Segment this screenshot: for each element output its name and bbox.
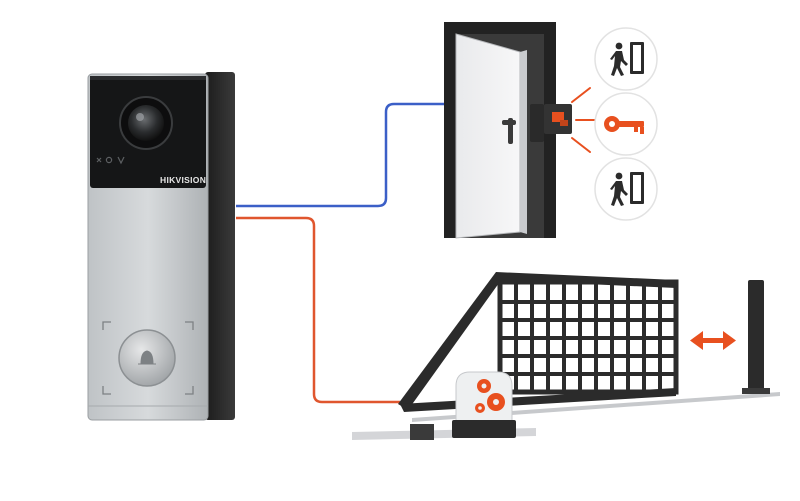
brand-logo: HIKVISION [160, 175, 206, 185]
gate-bars [500, 284, 676, 392]
door [444, 22, 572, 239]
sliding-gate [352, 272, 780, 440]
key-icon-middle [594, 92, 658, 156]
exit-icon-top [594, 27, 658, 91]
door-connection-line [236, 102, 444, 208]
person-exit-icon [610, 42, 644, 76]
door-station: HIKVISION [87, 72, 235, 421]
status-icons [96, 156, 125, 165]
exit-icon-bottom [594, 157, 658, 221]
gate-motor [410, 371, 516, 440]
gear-icon [475, 379, 505, 413]
lock-signal-lines [571, 87, 599, 153]
gate-connection-line [236, 216, 400, 404]
call-button-frame [102, 321, 194, 395]
double-arrow-icon [690, 331, 736, 350]
bell-icon [138, 350, 156, 365]
key-icon [604, 116, 644, 134]
person-exit-icon [610, 172, 644, 206]
